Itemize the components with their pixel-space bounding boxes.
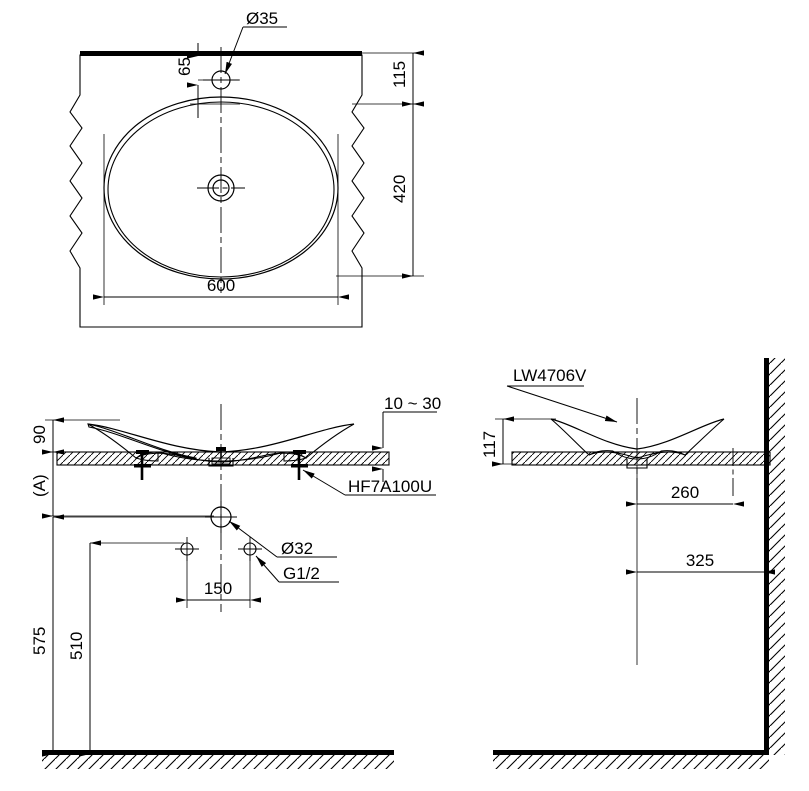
dim-420-label: 420	[390, 175, 409, 203]
dim-90	[42, 417, 120, 455]
dim-150-label: 150	[204, 579, 232, 598]
dia35-label: Ø35	[246, 9, 278, 28]
hf7a100u-label: HF7A100U	[348, 477, 432, 496]
dim-117-label: 117	[480, 431, 499, 458]
dim-150	[176, 555, 261, 608]
dim-115-label: 115	[390, 61, 409, 88]
dim-510-label: 510	[67, 632, 86, 660]
dim-10-30-label: 10 ~ 30	[384, 394, 441, 413]
countertop-outline	[69, 54, 365, 328]
dim-10-30	[372, 411, 437, 482]
hf7a100u-leader	[302, 469, 436, 496]
wall-right	[764, 358, 785, 755]
dim-65	[187, 43, 240, 118]
dim-90-label: 90	[30, 425, 49, 444]
lw4706v-label: LW4706V	[513, 366, 587, 385]
dim-575-label: 575	[30, 627, 49, 655]
mounting-bolt-right	[291, 450, 308, 480]
dim-420	[336, 101, 424, 279]
countertop-slab-front	[56, 451, 390, 466]
dia35-leader	[224, 26, 287, 75]
dim-117	[492, 416, 556, 467]
g12-leader	[255, 555, 339, 583]
dim-A	[42, 449, 214, 519]
g12-label: G1/2	[283, 564, 320, 583]
dim-65-label: 65	[175, 57, 194, 76]
top-view: Ø35 65 115 420 600	[69, 9, 424, 328]
dia32-leader	[228, 520, 337, 558]
dim-510	[79, 540, 184, 757]
side-section-view: LW4706V 117 260 325	[480, 358, 785, 769]
dim-A-label: (A)	[30, 474, 49, 497]
dim-325-label: 325	[686, 551, 714, 570]
dim-600-label: 600	[207, 276, 235, 295]
dia32-label: Ø32	[281, 539, 313, 558]
floor-right	[493, 750, 769, 769]
floor-left	[42, 750, 394, 769]
dim-260-label: 260	[671, 483, 699, 502]
dim-600	[93, 134, 349, 305]
mounting-bolt-left	[134, 450, 151, 480]
lw4706v-leader	[506, 385, 618, 423]
front-section-view: 90 (A) 10 ~ 30 HF7A100U Ø3	[30, 394, 441, 769]
dim-115	[352, 50, 424, 107]
